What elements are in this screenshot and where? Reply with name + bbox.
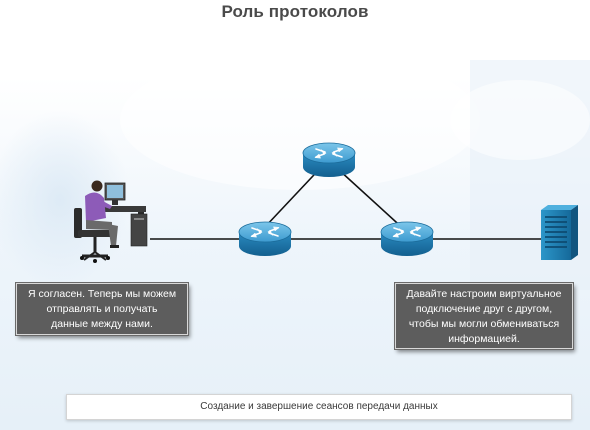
left-callout-line-3: данные между нами. — [51, 318, 153, 330]
server-icon — [541, 205, 578, 260]
left-callout-line-1: Я согласен. Теперь мы можем — [27, 288, 177, 300]
right-callout-line-3: чтобы мы могли обмениваться — [408, 318, 560, 330]
router-icon-left — [238, 221, 292, 257]
router-icon-top — [302, 142, 356, 178]
right-callout-line-4: информацией. — [448, 333, 520, 345]
right-callout: Давайте настроим виртуальное подключение… — [394, 282, 574, 350]
router-icon-right — [380, 221, 434, 257]
left-callout-line-2: отправлять и получать — [46, 303, 158, 315]
user-at-computer-icon — [74, 180, 148, 263]
page-title: Роль протоколов — [221, 2, 369, 21]
caption-bar: Создание и завершение сеансов передачи д… — [66, 394, 572, 420]
right-callout-line-2: подключение друг с другом, — [415, 303, 553, 315]
left-callout: Я согласен. Теперь мы можем отправлять и… — [15, 282, 189, 336]
right-callout-line-1: Давайте настроим виртуальное — [406, 288, 562, 300]
